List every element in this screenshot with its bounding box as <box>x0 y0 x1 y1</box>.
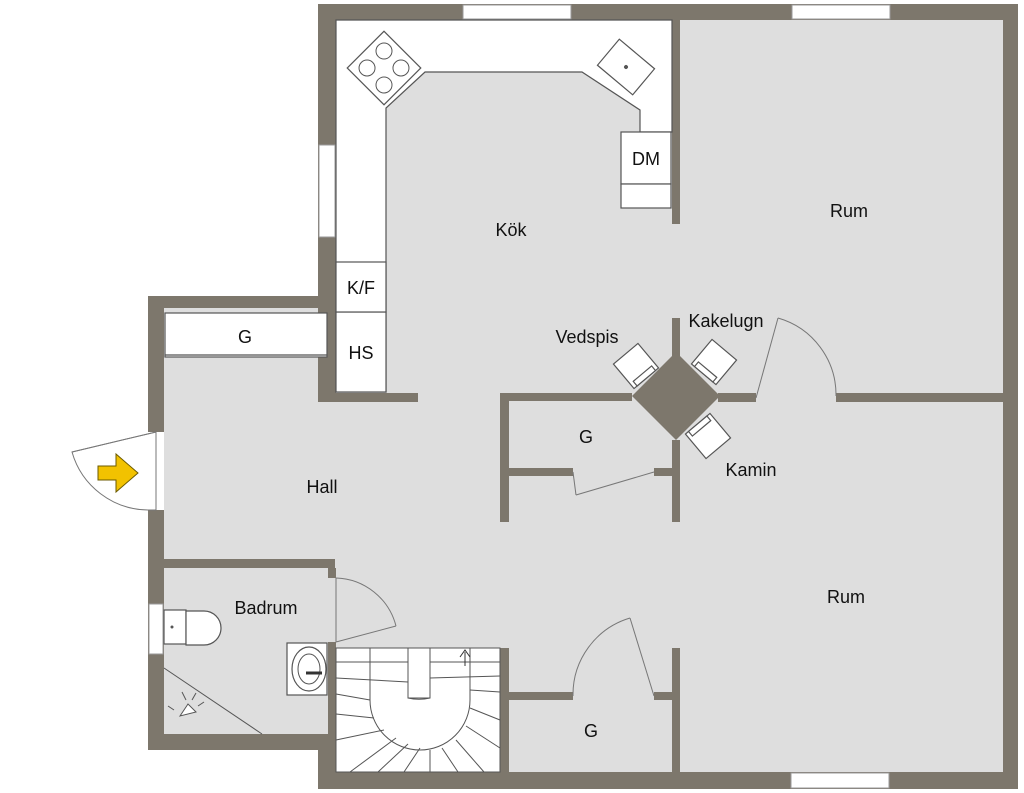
window-top-right <box>791 4 891 20</box>
tiled-stove-icon <box>690 338 738 386</box>
wall-bath-right <box>328 568 336 578</box>
wall-center-lower <box>672 440 680 522</box>
toilet-icon <box>163 609 222 646</box>
wall-room-divider-right <box>836 393 1003 402</box>
wall-right <box>1003 4 1018 789</box>
wall-bath-right-lower <box>328 642 336 742</box>
label-closet-bottom: G <box>584 721 598 741</box>
window-bottom <box>790 772 890 789</box>
label-fireplace: Kamin <box>725 460 776 480</box>
label-kitchen: Kök <box>495 220 527 240</box>
entrance-arrow-icon <box>97 452 139 494</box>
wall-bath-bottom <box>148 734 336 750</box>
room-labels: Kök Rum Rum Hall Badrum G G G <box>234 201 868 741</box>
counter-end <box>620 183 672 209</box>
wall-closet-left <box>500 393 509 522</box>
shower-icon <box>163 667 263 735</box>
label-tiled-stove: Kakelugn <box>688 311 763 331</box>
wall-bottom-left <box>318 734 336 789</box>
wood-stove-icon <box>612 342 660 390</box>
window-bathroom <box>148 603 164 655</box>
washbasin-icon <box>286 642 328 696</box>
wall-closet-bottom-right <box>672 648 680 780</box>
wall-closet-mid-right <box>654 468 672 476</box>
wall-room-divider-mid <box>718 393 756 402</box>
wall-stair-right <box>500 648 509 780</box>
label-bathroom: Badrum <box>234 598 297 618</box>
staircase-icon <box>335 647 501 773</box>
hall-closet-unit <box>164 312 328 358</box>
wall-bottom <box>318 772 1018 789</box>
wall-closet-mid-left <box>509 468 573 476</box>
label-closet-hall: G <box>238 327 252 347</box>
kitchen-sink-icon <box>596 38 656 96</box>
label-hall: Hall <box>306 477 337 497</box>
windows <box>148 4 891 789</box>
wall-kitchen-room <box>672 20 680 224</box>
cooktop-icon <box>346 30 422 106</box>
label-dishwasher: DM <box>632 149 660 169</box>
wall-top <box>318 4 1018 20</box>
wall-closet-bottom-top-right <box>654 692 680 700</box>
label-tall-cabinet: HS <box>348 343 373 363</box>
wall-kitchen-bottom <box>318 393 418 402</box>
wall-center-column <box>672 318 680 356</box>
wall-bath-top <box>155 559 335 568</box>
wall-hall-top <box>148 296 336 308</box>
label-wood-stove: Vedspis <box>555 327 618 347</box>
interior-walls <box>155 20 1003 780</box>
fridge-freezer <box>335 261 387 313</box>
window-top-left <box>462 4 572 20</box>
doors <box>335 317 837 697</box>
stove-units <box>612 338 738 460</box>
dishwasher-unit <box>620 131 672 185</box>
wall-hall-left <box>148 296 164 750</box>
label-room-top: Rum <box>830 201 868 221</box>
chimney-block <box>632 352 720 440</box>
wall-closet-bottom-top-left <box>509 692 573 700</box>
label-closet-center: G <box>579 427 593 447</box>
label-room-bottom: Rum <box>827 587 865 607</box>
wall-closet-top <box>500 393 632 401</box>
fireplace-icon <box>684 412 732 460</box>
window-left-kitchen <box>318 144 336 238</box>
label-fridge-freezer: K/F <box>347 278 375 298</box>
fixture-labels: DM K/F HS Vedspis Kakelugn Kamin <box>347 149 777 480</box>
